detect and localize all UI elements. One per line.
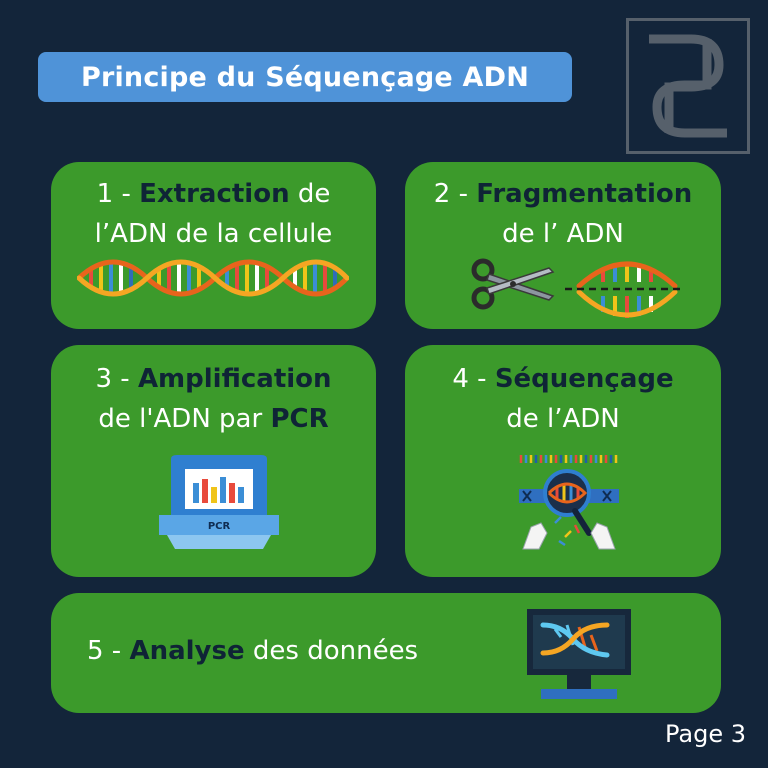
step-keyword: Fragmentation [476,179,693,209]
dna-strand-icon [77,259,349,297]
step-text-line2: l’ADN de la cellule [94,219,333,249]
pcr-machine-icon: PCR [159,455,279,549]
step-text: 2 - Fragmentation de l’ ADN [405,174,721,254]
step-number: 1 - [96,179,131,209]
step-keyword: Analyse [129,636,245,666]
pcr-label: PCR [208,521,231,532]
sequencing-magnifier-icon [519,455,619,550]
brand-logo [626,18,750,154]
step-card-sequencing: 4 - Séquençage de l’ADN [405,345,721,577]
step-number: 5 - [87,636,122,666]
computer-dna-icon [527,609,631,699]
step-keyword: Amplification [137,364,332,394]
step-text-line2: de l’ ADN [502,219,624,249]
page-title: Principe du Séquençage ADN [38,52,572,102]
step-text: 4 - Séquençage de l’ADN [405,359,721,439]
step-text-after: de [297,179,331,209]
scissors-icon [471,258,555,310]
step-text: 3 - Amplification de l'ADN par PCR [51,359,376,439]
step-text-after: des données [252,636,419,666]
step-text: 5 - Analyse des données [87,631,418,671]
step-text: 1 - Extraction de l’ADN de la cellule [51,174,376,254]
step-card-extraction: 1 - Extraction de l’ADN de la cellule [51,162,376,329]
page-number: Page 3 [665,720,746,748]
step-card-amplification: 3 - Amplification de l'ADN par PCR PCR [51,345,376,577]
fragmented-dna-icon [565,261,685,318]
step-keyword: Séquençage [494,364,674,394]
step-card-fragmentation: 2 - Fragmentation de l’ ADN [405,162,721,329]
step-number: 3 - [95,364,130,394]
step-card-analysis: 5 - Analyse des données [51,593,721,713]
step-keyword: Extraction [139,179,290,209]
logo-mark-icon [649,34,727,138]
step-keyword-pcr: PCR [270,404,329,434]
step-text-line2: de l’ADN [506,404,620,434]
step-number: 4 - [452,364,487,394]
step-text-line2: de l'ADN par [98,404,263,434]
step-number: 2 - [433,179,468,209]
